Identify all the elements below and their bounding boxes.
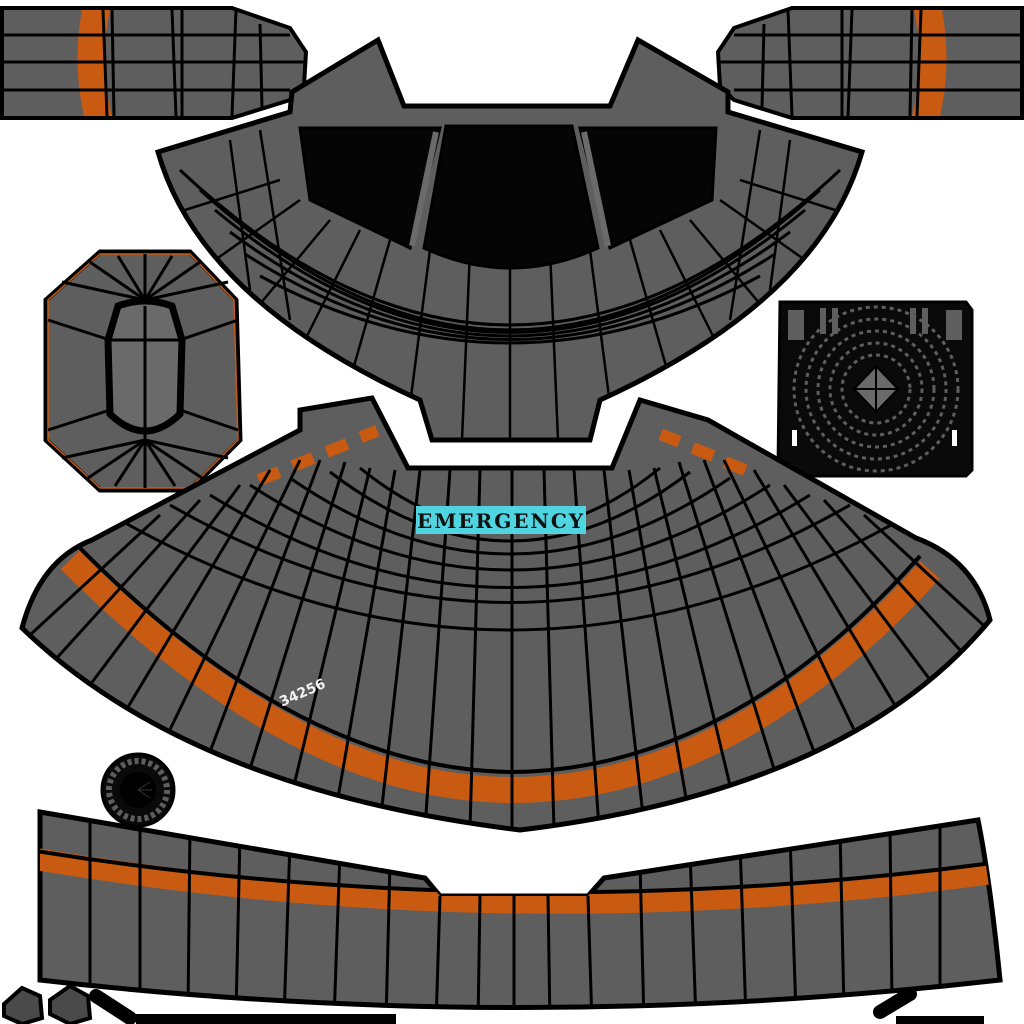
- window-pane-left: [298, 126, 442, 251]
- side-pod-island: [43, 249, 243, 493]
- right-cylinder-island: [715, 6, 1024, 120]
- top-shell-island: [154, 36, 866, 443]
- small-parts-island: [2, 983, 984, 1024]
- emergency-decal: EMERGENCY: [416, 506, 586, 534]
- main-skirt-island: EMERGENCY 34256: [19, 395, 993, 833]
- wheel-island: [100, 752, 176, 828]
- bottom-band-island: [37, 809, 1003, 1010]
- vent-plate-island: [776, 300, 974, 478]
- window-pane-center: [422, 124, 600, 270]
- emergency-text: EMERGENCY: [417, 509, 585, 533]
- left-cylinder-island: [0, 6, 309, 120]
